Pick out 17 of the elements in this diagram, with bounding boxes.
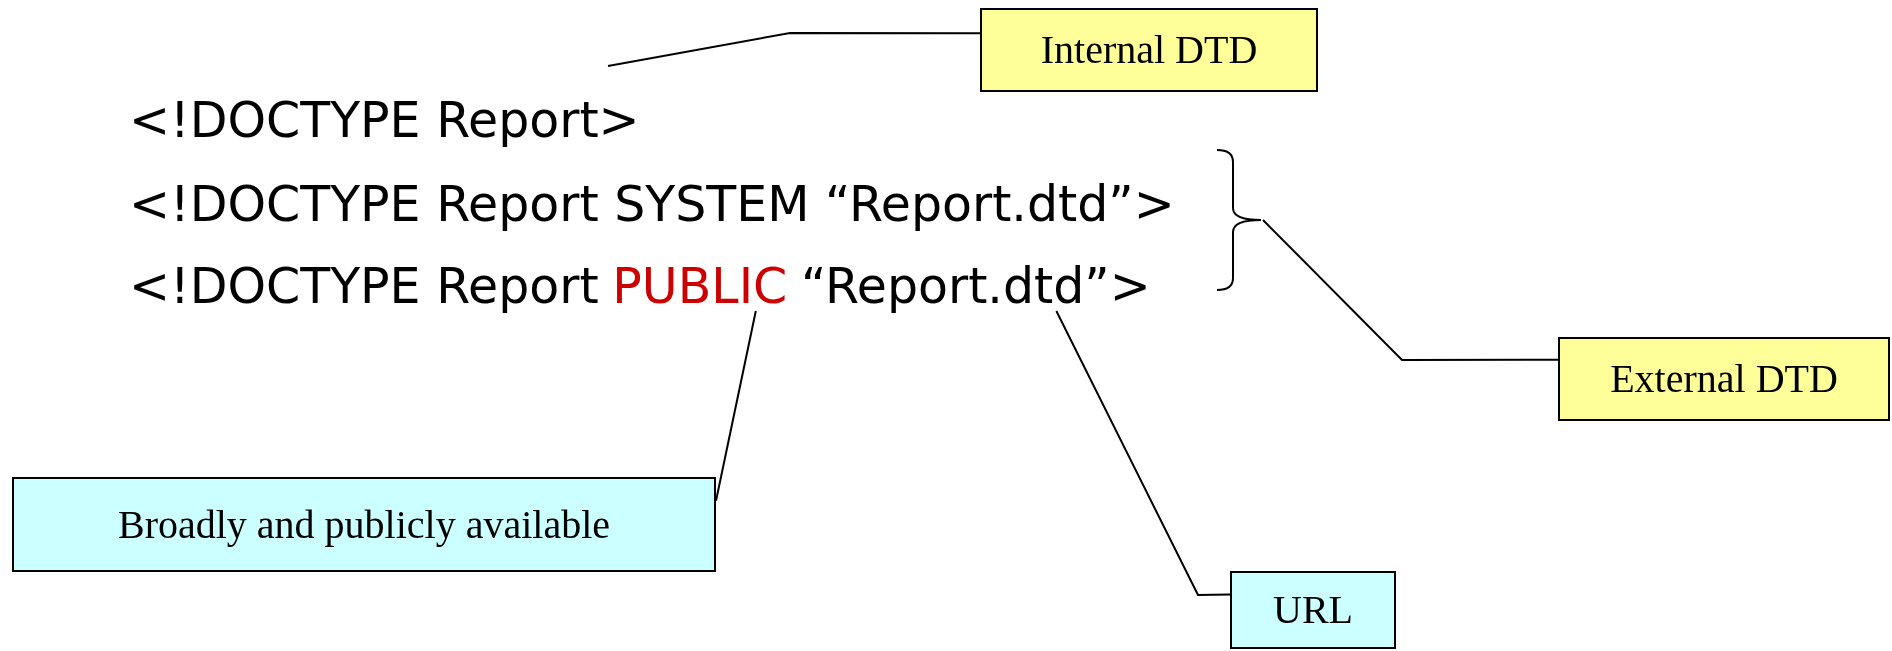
callout-box (1230, 571, 1396, 649)
callout-box (980, 8, 1318, 92)
callout-box (1558, 337, 1890, 421)
leader-line (1055, 310, 1231, 596)
leader-line (607, 32, 981, 67)
callout-text: URL (1273, 586, 1353, 634)
leader-line (1262, 219, 1559, 361)
code-text: <!DOCTYPE Report (129, 262, 599, 311)
callout-text: Broadly and publicly available (117, 500, 611, 549)
code-keyword: PUBLIC (612, 262, 788, 311)
code-text: <!DOCTYPE Report SYSTEM “Report.dtd”> (129, 180, 1175, 229)
callout-text: Internal DTD (1040, 26, 1258, 74)
code-text: <!DOCTYPE Report> (129, 96, 640, 145)
code-keyword: “Report.dtd”> (801, 262, 1151, 311)
curly-brace (1215, 148, 1263, 292)
callout-text: External DTD (1610, 355, 1838, 403)
callout-box (12, 477, 716, 572)
